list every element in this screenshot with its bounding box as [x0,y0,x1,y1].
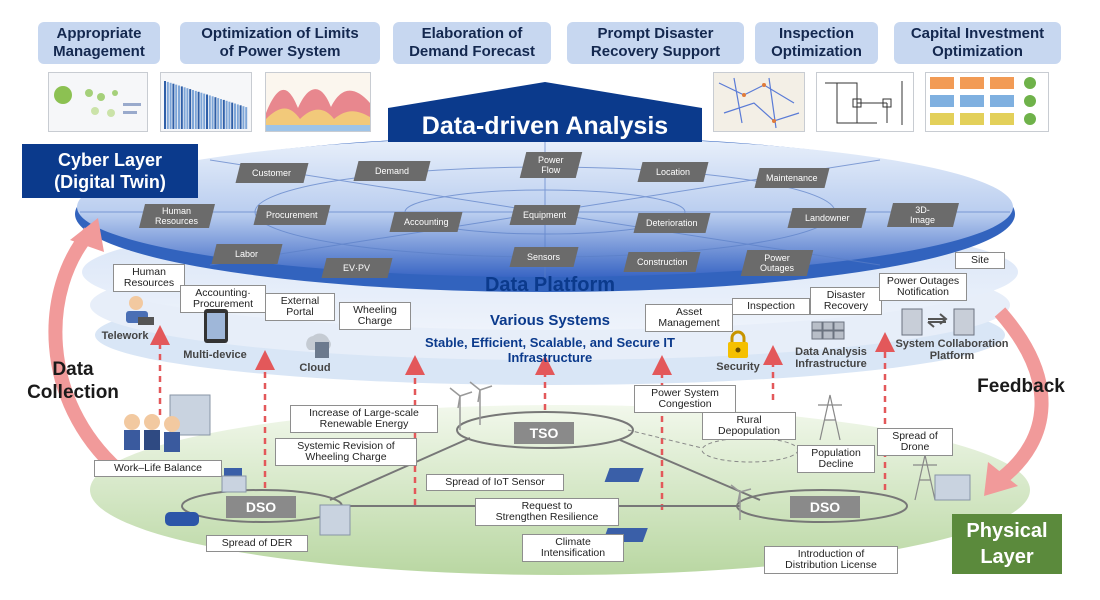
note-iot-sensor: Spread of IoT Sensor [426,474,564,491]
security-lock-icon [728,330,748,358]
app-appropriate-management: Appropriate Management [38,22,160,64]
app-optimization-limits: Optimization of Limits of Power System [180,22,380,64]
cloud-label: Cloud [299,362,331,374]
data-analysis-icon [811,321,845,340]
telework-icon [126,296,154,325]
note-work-life-balance: Work–Life Balance [94,460,222,477]
tile-labor: Labor [211,244,283,264]
note-depopulation: Rural Depopulation [702,412,796,440]
data-collection-label: Data Collection [27,359,119,403]
tso-node: TSO [514,422,574,444]
system-human-resources: Human Resources [113,264,185,292]
note-climate: Climate Intensification [522,534,624,562]
feedback-label: Feedback [977,376,1065,397]
data-analysis-label: Data Analysis Infrastructure [795,346,867,370]
app-capital-investment: Capital Investment Optimization [894,22,1061,64]
tile-procurement: Procurement [253,205,331,225]
feedback-arrow [994,307,1049,484]
tile-human-resources: Human Resources [139,204,215,228]
app-demand-forecast: Elaboration of Demand Forecast [393,22,551,64]
tile-deterioration: Deterioration [633,213,711,233]
app-inspection-optimization: Inspection Optimization [755,22,878,64]
tile-location: Location [637,162,709,182]
system-power-outages-notification: Power Outages Notification [879,273,967,301]
network-diagram-thumbnail [816,72,914,132]
security-label: Security [716,361,760,373]
area-chart-thumbnail [265,72,371,132]
tile-equipment: Equipment [509,205,581,225]
note-population-decline: Population Decline [797,445,875,473]
multi-device-icon [204,309,228,343]
tile-demand: Demand [353,161,431,181]
tile-3d-image: 3D- Image [887,203,959,227]
note-drone: Spread of Drone [877,428,953,456]
system-wheeling-charge: Wheeling Charge [339,302,411,330]
note-resilience: Request to Strengthen Resilience [475,498,619,526]
physical-layer-label: Physical Layer [952,514,1062,574]
tile-maintenance: Maintenance [754,168,830,188]
tile-power-outages: Power Outages [740,250,814,276]
ev-car-icon [165,512,199,526]
note-der: Spread of DER [206,535,308,552]
system-inspection: Inspection [732,298,810,315]
data-platform-title: Data Platform [484,274,616,296]
tile-landowner: Landowner [787,208,867,228]
tile-power-flow: Power Flow [519,152,583,178]
system-asset-management: Asset Management [645,304,733,332]
telework-label: Telework [101,330,149,342]
note-congestion: Power System Congestion [634,385,736,413]
system-accounting-procurement: Accounting· Procurement [180,285,266,313]
bar-chart-thumbnail [160,72,252,132]
analysis-title: Data-driven Analysis [421,112,669,140]
dso-right-node: DSO [790,496,860,518]
tile-customer: Customer [235,163,309,183]
cyber-layer-label: Cyber Layer (Digital Twin) [22,144,198,198]
tile-construction: Construction [623,252,701,272]
tile-accounting: Accounting [389,212,463,232]
app-dashboard-thumbnail [48,72,148,132]
note-wheeling-revision: Systemic Revision of Wheeling Charge [275,438,417,466]
system-site: Site [955,252,1005,269]
dashboard-grid-thumbnail [925,72,1049,132]
app-disaster-recovery: Prompt Disaster Recovery Support [567,22,744,64]
note-increase-renewable: Increase of Large-scale Renewable Energy [290,405,438,433]
dso-left-node: DSO [226,496,296,518]
note-distribution-license: Introduction of Distribution License [764,546,898,574]
system-external-portal: External Portal [265,293,335,321]
tile-ev-pv: EV·PV [321,258,393,278]
analysis-banner-shape [388,82,702,142]
data-collection-arrow [48,227,123,476]
map-thumbnail [713,72,805,132]
system-collaboration-label: System Collaboration Platform [895,338,1009,362]
tile-sensors: Sensors [509,247,579,267]
system-collaboration-icon [901,308,975,336]
various-systems-title: Various Systems [489,312,611,329]
infrastructure-title: Stable, Efficient, Scalable, and Secure … [425,335,675,365]
cloud-icon [306,333,331,358]
workers-icon [124,414,180,452]
system-disaster-recovery: Disaster Recovery [810,287,882,315]
multi-device-label: Multi-device [183,349,247,361]
